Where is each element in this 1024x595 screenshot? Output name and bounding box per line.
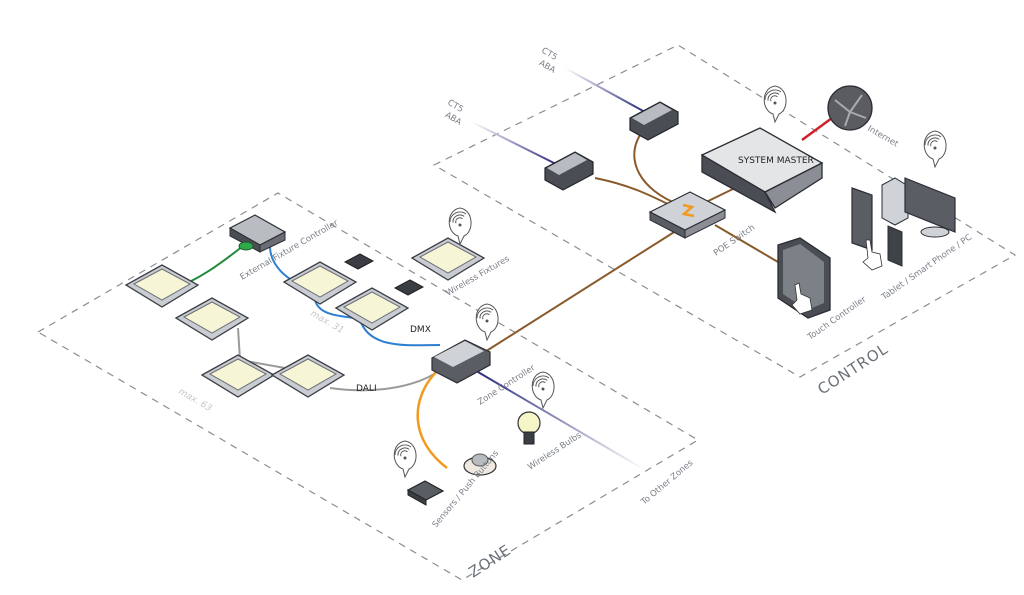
wireless-signals <box>393 85 947 479</box>
ethernet-cable <box>633 134 681 206</box>
zone-bus <box>477 371 646 471</box>
dmx-dongle <box>393 279 425 296</box>
push-button-sensor-icon <box>463 453 497 476</box>
touch-controller-device <box>777 237 831 319</box>
cts-bus-left <box>471 121 559 166</box>
external-fixture-controller-device <box>228 214 287 253</box>
zone-boundary <box>36 192 700 581</box>
wifi-bubble-icon <box>531 371 555 410</box>
hand-icon <box>862 239 883 271</box>
ethernet-cable <box>714 224 779 263</box>
wifi-bubble-icon <box>448 207 472 246</box>
max-63-label: max. 63 <box>177 387 214 414</box>
dali-label: DALI <box>356 384 377 394</box>
dmx-dongle <box>343 253 375 270</box>
wall-switch-icon <box>406 480 445 506</box>
wifi-bubble-icon <box>763 85 787 124</box>
light-fixture <box>124 264 200 308</box>
light-fixture <box>174 297 250 341</box>
cts-top-label: CT5 ABA <box>537 46 559 76</box>
ethernet-cable <box>479 221 691 356</box>
sensor-cable <box>416 371 448 469</box>
zone-controller-device <box>431 339 491 384</box>
wifi-bubble-icon <box>393 440 417 479</box>
system-master-device: SYSTEM MASTER <box>700 127 824 214</box>
internet-cable <box>801 116 833 142</box>
light-fixture <box>410 237 486 281</box>
dmx-label: DMX <box>410 325 431 335</box>
internet-label: Internet <box>866 124 901 150</box>
to-other-zones-label: To Other Zones <box>639 458 696 508</box>
wifi-bubble-icon <box>923 130 947 169</box>
wireless-bulb-icon <box>517 411 541 445</box>
lightning-icon <box>681 203 695 218</box>
control-zone-label: CONTROL <box>814 340 891 399</box>
cables <box>169 67 833 471</box>
light-fixture <box>282 261 358 305</box>
light-fixture <box>270 354 346 398</box>
poe-switch-device <box>648 191 727 239</box>
light-fixture <box>334 287 410 331</box>
light-fixture <box>200 354 276 398</box>
cts-module-left <box>544 151 594 191</box>
internet-globe-icon <box>827 85 873 131</box>
hand-icon <box>791 282 813 315</box>
dmx-cable <box>359 319 441 347</box>
cts-bus-top <box>564 67 646 113</box>
wireless-bulbs-label: Wireless Bulbs <box>526 430 584 472</box>
cts-module-top <box>629 101 679 141</box>
cts-left-label: CT5 ABA <box>443 98 465 128</box>
zone-label: ZONE <box>465 541 514 582</box>
sensors-push-buttons-label: Sensors / Push Buttons <box>431 448 502 530</box>
wifi-bubble-icon <box>475 303 499 342</box>
control-boundary <box>432 44 1017 378</box>
fixtures <box>124 237 486 398</box>
pc-tablet-phone-devices <box>851 177 956 271</box>
system-master-label: SYSTEM MASTER <box>738 156 814 166</box>
